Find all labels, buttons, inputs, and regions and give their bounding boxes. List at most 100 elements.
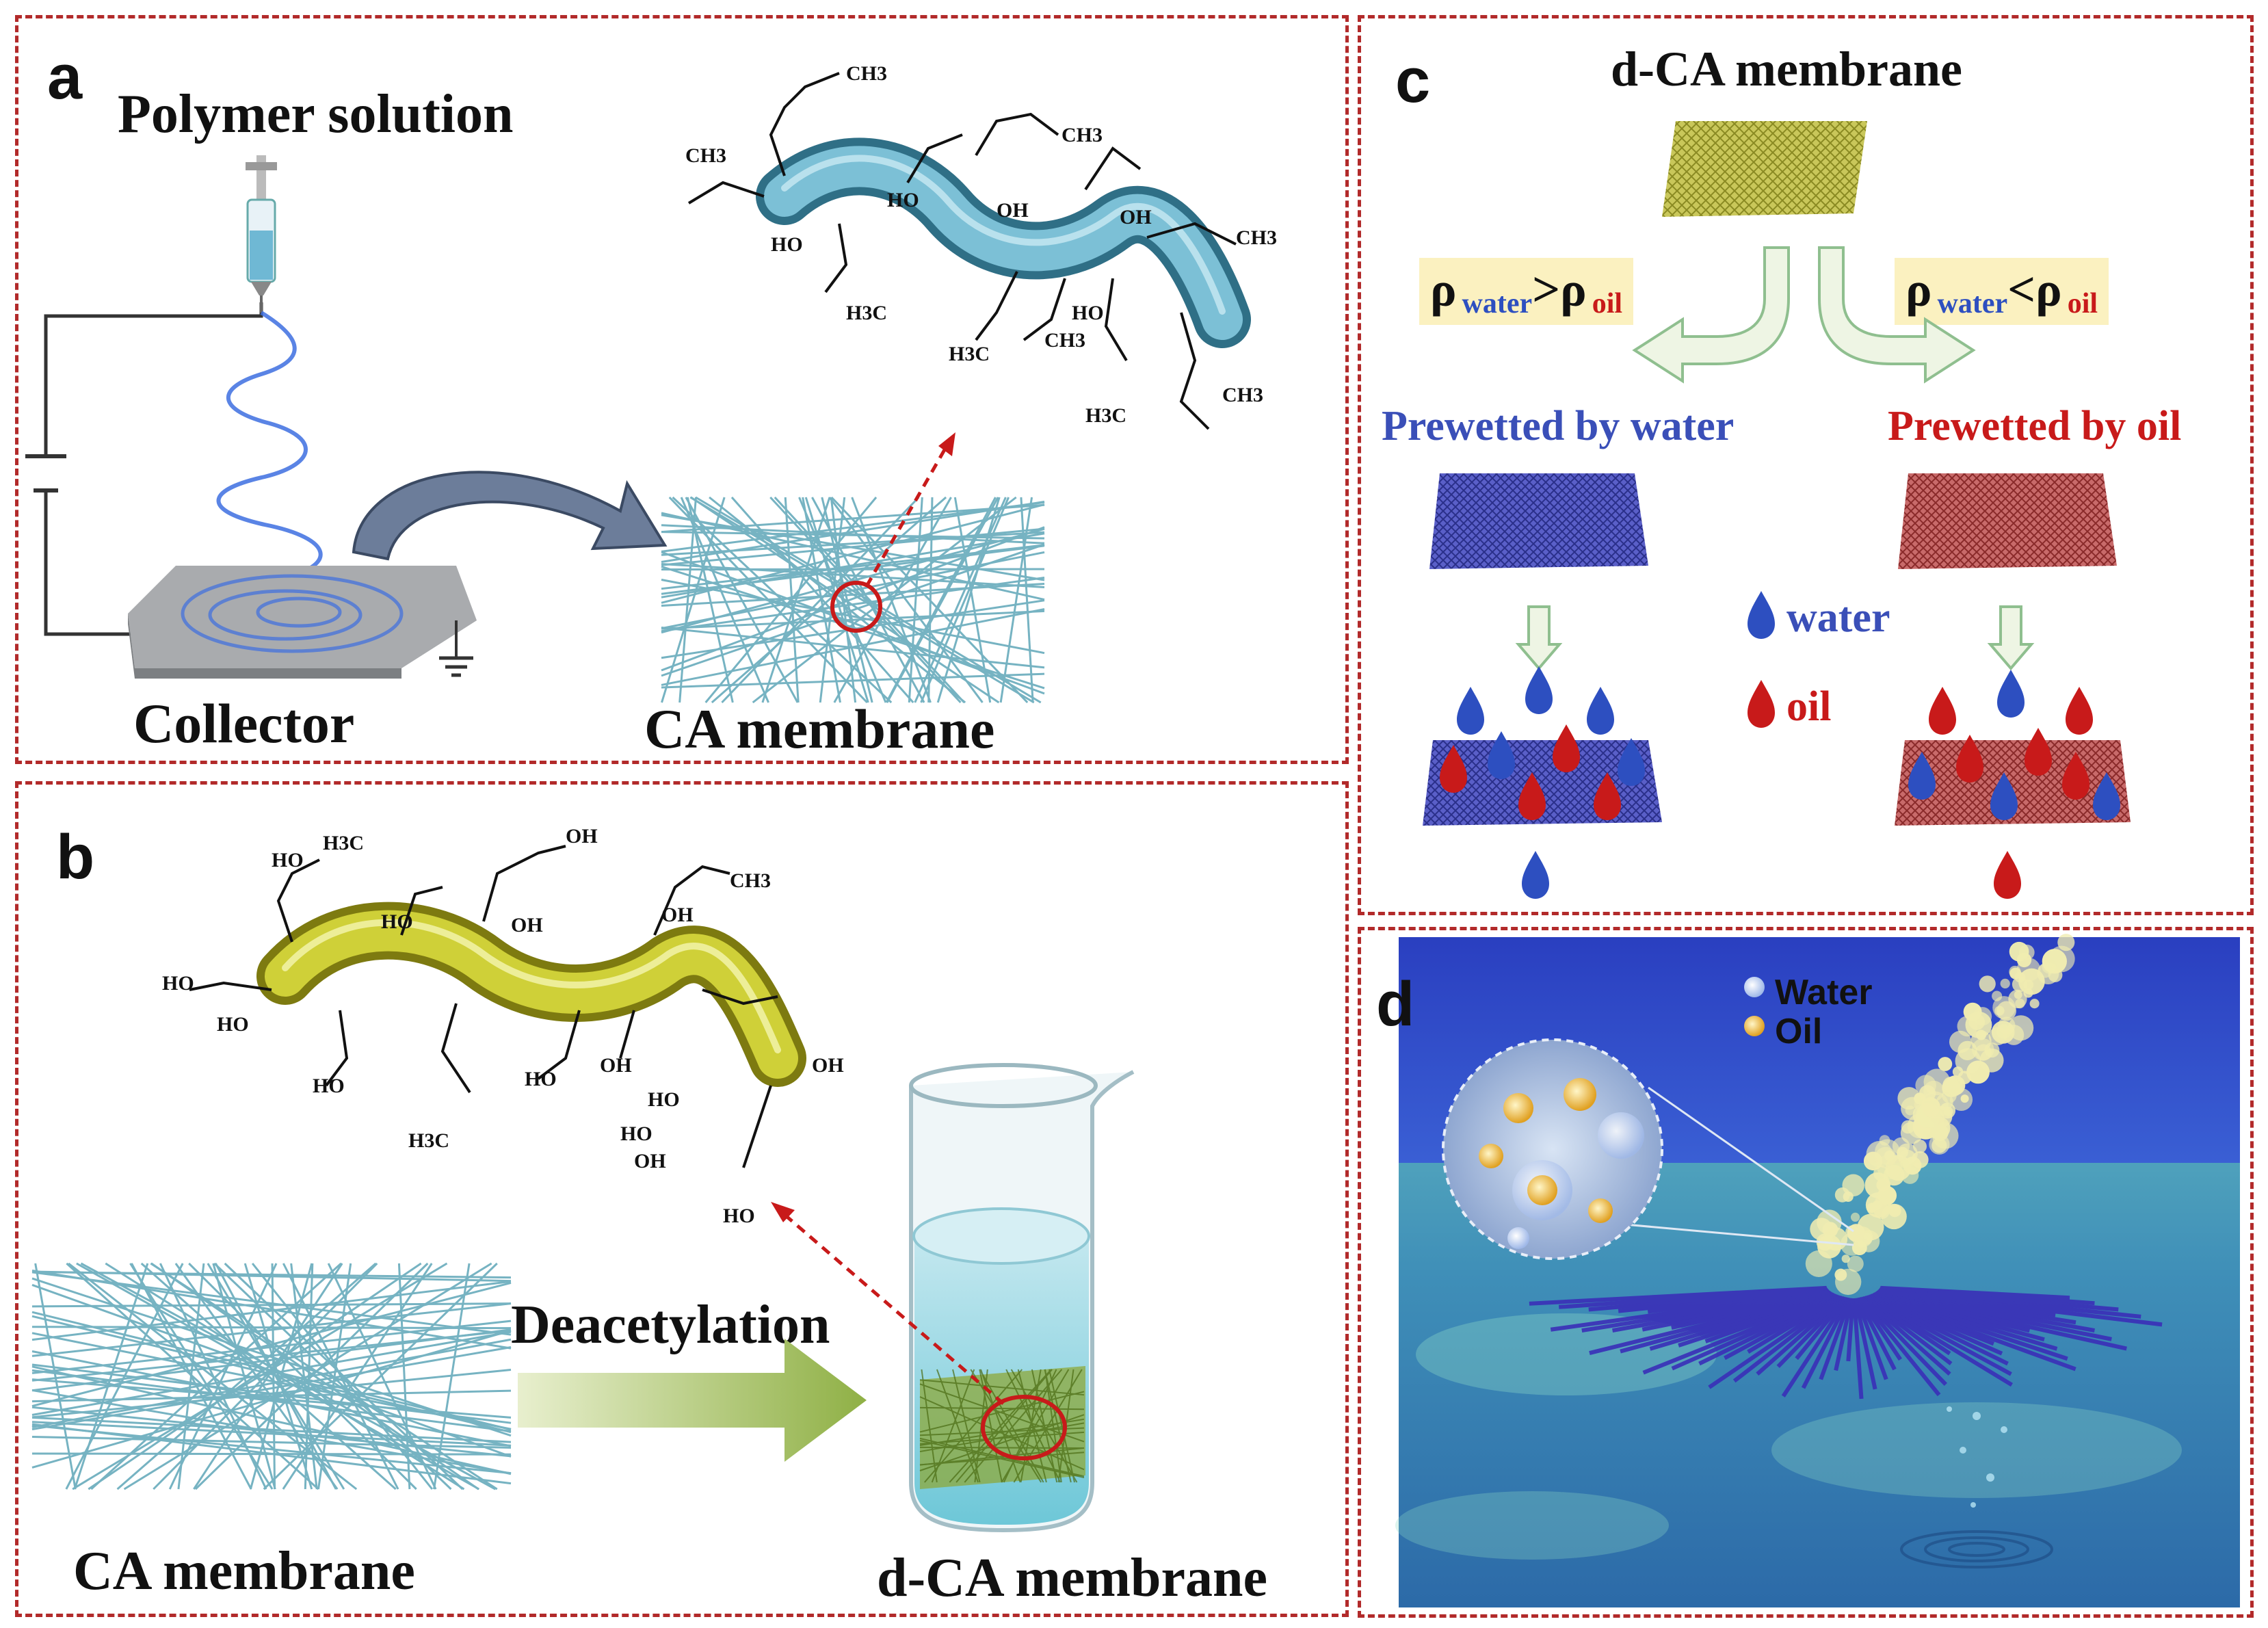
deacetylation-arrow: [518, 1339, 867, 1462]
group-label: HO: [1072, 302, 1104, 324]
oil-blob: [2009, 965, 2021, 978]
fiber: [920, 497, 1010, 703]
fiber: [685, 497, 799, 703]
fiber: [1781, 1296, 1849, 1397]
panel-a-letter: a: [47, 42, 83, 112]
fiber: [919, 1437, 1085, 1478]
oil-blob: [1817, 1209, 1842, 1235]
fiber: [908, 497, 923, 703]
water-drop-passed: [1522, 851, 1549, 899]
rho-operator: <: [2007, 262, 2036, 317]
panel-a: a Polymer solution Collector CA membrane: [15, 15, 1349, 764]
fiber: [80, 1262, 496, 1491]
fiber: [271, 1263, 276, 1490]
group-label: OH: [1120, 206, 1152, 228]
polymer-jet: [216, 311, 323, 581]
fiber: [1862, 1296, 1951, 1376]
fiber: [1013, 1369, 1083, 1483]
fiber: [661, 503, 1045, 534]
oil-blob: [1897, 1143, 1918, 1165]
ca-membrane-mesh-b: [31, 1262, 512, 1491]
fiber: [1865, 1295, 2014, 1387]
oil-blob: [2038, 963, 2053, 978]
rho-subscript-oil: oil: [2067, 288, 2098, 319]
oil-blob: [1996, 1001, 2017, 1021]
oil-blob: [1900, 1159, 1910, 1168]
rho-symbol: ρ: [1430, 262, 1457, 317]
beaker-icon: [909, 1063, 1135, 1533]
fiber: [1529, 1285, 1827, 1306]
fiber: [1860, 1296, 1948, 1387]
panel-b-letter: b: [56, 822, 95, 892]
legend-oil-label: oil: [1786, 683, 1832, 730]
fiber: [1859, 1296, 1941, 1397]
zoom-link: [865, 441, 951, 588]
oil-blob: [1994, 1006, 2005, 1016]
fiber: [1732, 1296, 1844, 1383]
fiber: [168, 1263, 278, 1490]
panel-d: d Water Oil: [1358, 927, 2254, 1618]
group-label: HO: [272, 849, 304, 871]
oil-blob: [1873, 1165, 1889, 1181]
fiber: [689, 496, 1035, 704]
oil-blob: [1918, 1085, 1936, 1102]
oil-blob: [1942, 1076, 1963, 1097]
electrospinning-illustration: CH3 CH3 CH3 CH3 CH3 CH3 H3C H3C H3C OH O…: [25, 62, 1277, 704]
collector-label: Collector: [133, 692, 355, 754]
oil-blob: [2009, 941, 2029, 962]
oil-blob: [1957, 1071, 1972, 1085]
oil-blob: [2016, 958, 2041, 982]
oil-blob: [1841, 1255, 1850, 1263]
side-chains: [687, 72, 1237, 430]
fiber: [1846, 1298, 1856, 1362]
oil-blob: [2029, 999, 2040, 1009]
oil-blob: [1975, 1044, 1992, 1061]
d-ca-membrane-title: d-CA membrane: [1611, 42, 1962, 96]
fiber: [661, 501, 1045, 553]
fiber: [290, 1263, 318, 1490]
group-label: OH: [566, 825, 598, 848]
fiber: [31, 1302, 512, 1308]
fiber: [919, 1383, 1085, 1443]
fiber: [1858, 1296, 1902, 1361]
group-label: OH: [634, 1150, 666, 1172]
ca-membrane-mesh: [661, 496, 1045, 704]
rho-subscript-water: water: [1462, 288, 1533, 319]
rho-subscript-water: water: [1937, 288, 2008, 319]
group-label: HO: [525, 1068, 557, 1090]
fiber: [174, 1263, 339, 1490]
d-ca-membrane-swatch: [1662, 121, 1867, 217]
group-label: HO: [313, 1075, 345, 1097]
polymer-solution-label: Polymer solution: [118, 84, 514, 144]
oil-blob: [1850, 1212, 1860, 1222]
water-prewetted-membrane: [1429, 473, 1648, 569]
fiber: [661, 627, 1045, 669]
group-label: CH3: [685, 144, 726, 167]
fiber: [1856, 1297, 1897, 1371]
oil-blob: [1847, 1224, 1865, 1242]
oil-blob: [1968, 1014, 1986, 1030]
group-label: OH: [600, 1054, 632, 1077]
oil-blob: [1881, 1203, 1907, 1230]
fiber: [131, 1263, 252, 1490]
deacetylation-illustration: HO H3C OH HO HO HO OH HO OH HO OH CH3 OH…: [31, 825, 1135, 1533]
prewetted-oil-label: Prewetted by oil: [1888, 403, 2182, 449]
fiber: [31, 1423, 512, 1485]
fiber: [34, 1263, 77, 1490]
ca-membrane-label-b: CA membrane: [73, 1541, 415, 1601]
oil-blob: [1867, 1203, 1877, 1213]
d-ca-membrane-label-b: d-CA membrane: [877, 1548, 1268, 1608]
separation-illustration: [1423, 121, 2131, 899]
fiber: [105, 1262, 465, 1491]
rho-operator: >: [1532, 262, 1561, 317]
group-label: H3C: [1085, 404, 1126, 427]
panel-b: b CA membrane Deacetylation d-CA membran…: [15, 781, 1349, 1617]
group-label: OH: [661, 904, 694, 926]
rho-symbol: ρ: [1906, 262, 1932, 317]
group-label: CH3: [730, 869, 771, 892]
ca-membrane-label: CA membrane: [644, 698, 995, 760]
fiber: [123, 1262, 492, 1491]
fiber: [1819, 1297, 1853, 1380]
fiber: [1020, 1369, 1042, 1483]
